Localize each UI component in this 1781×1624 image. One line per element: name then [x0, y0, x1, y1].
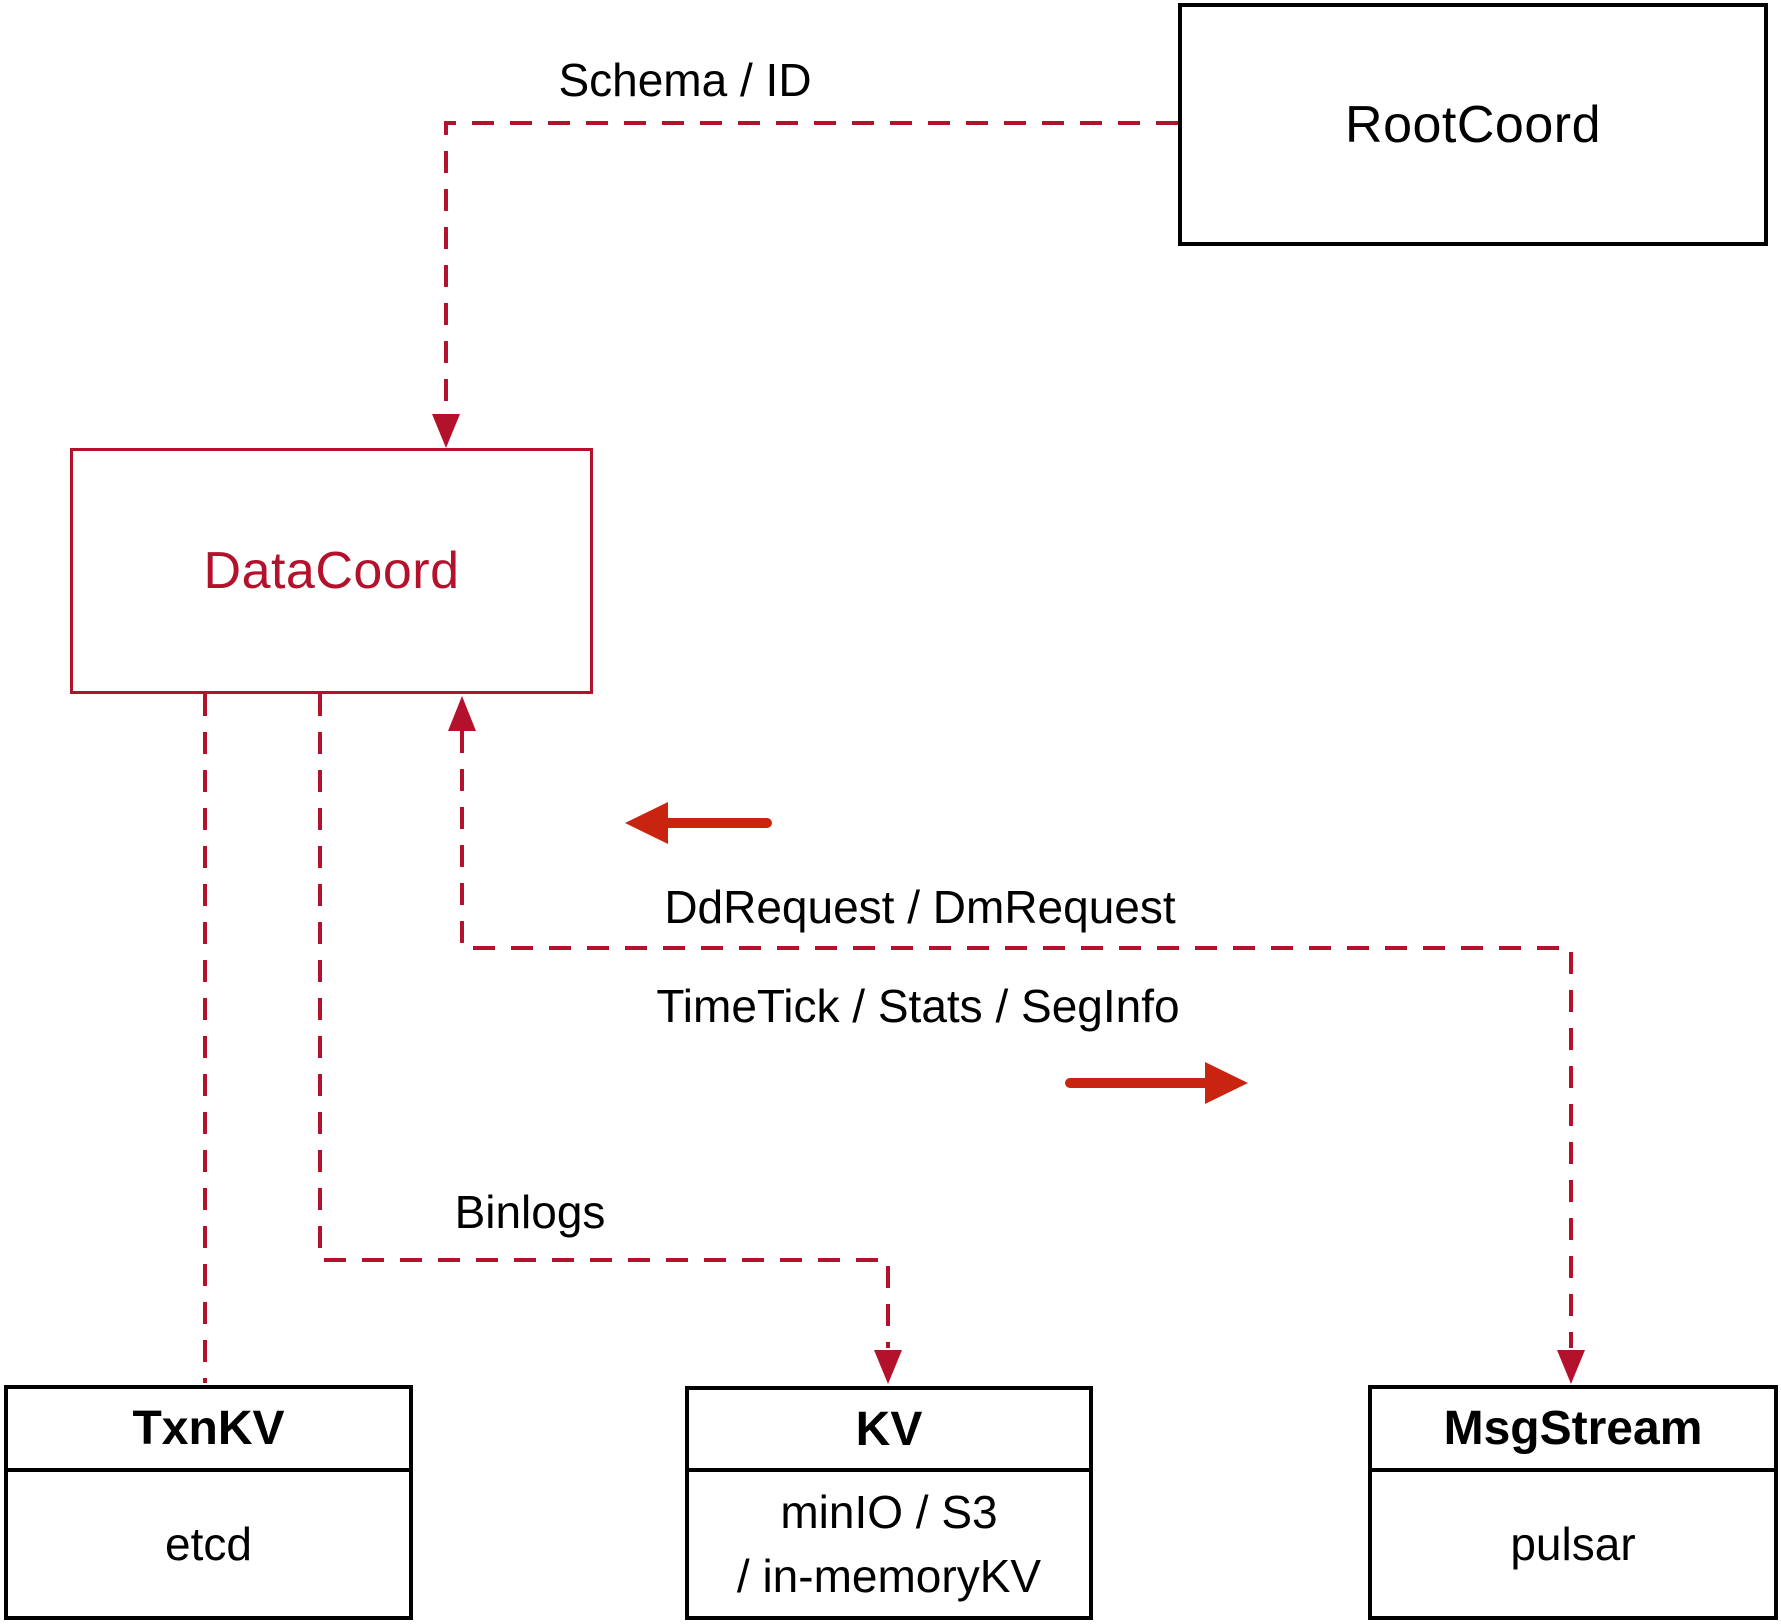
txnkv-title: TxnKV [8, 1389, 409, 1472]
arrow-down-icon [874, 1350, 902, 1384]
timetick-edge-label: TimeTick / Stats / SegInfo [656, 980, 1180, 1032]
rootcoord-node: RootCoord [1178, 3, 1768, 246]
ddrequest-edge-label: DdRequest / DmRequest [664, 881, 1176, 933]
arrow-down-icon [1557, 1350, 1585, 1384]
arrow-left-icon [625, 802, 668, 844]
datacoord-node: DataCoord [70, 448, 593, 694]
arrow-down-icon [432, 414, 460, 448]
schema-id-edge-label: Schema / ID [558, 54, 812, 106]
binlogs-edge-label: Binlogs [454, 1186, 606, 1238]
msgstream-datacoord-connector [460, 731, 1573, 1348]
kv-body: minIO / S3 / in-memoryKV [689, 1472, 1089, 1616]
kv-title: KV [689, 1390, 1089, 1472]
msgstream-title: MsgStream [1372, 1389, 1774, 1472]
txnkv-node: TxnKV etcd [4, 1385, 413, 1620]
msgstream-node: MsgStream pulsar [1368, 1385, 1778, 1620]
msgstream-body: pulsar [1510, 1517, 1636, 1570]
arrow-right-icon [1205, 1062, 1248, 1104]
arrow-up-icon [448, 696, 476, 731]
datacoord-label: DataCoord [203, 542, 460, 600]
kv-node: KV minIO / S3 / in-memoryKV [685, 1386, 1093, 1620]
kv-body-line1: minIO / S3 [780, 1485, 998, 1538]
txnkv-body: etcd [165, 1517, 252, 1570]
kv-body-line2: / in-memoryKV [736, 1550, 1042, 1602]
rootcoord-label: RootCoord [1345, 95, 1601, 154]
schema-id-connector [444, 121, 1178, 414]
